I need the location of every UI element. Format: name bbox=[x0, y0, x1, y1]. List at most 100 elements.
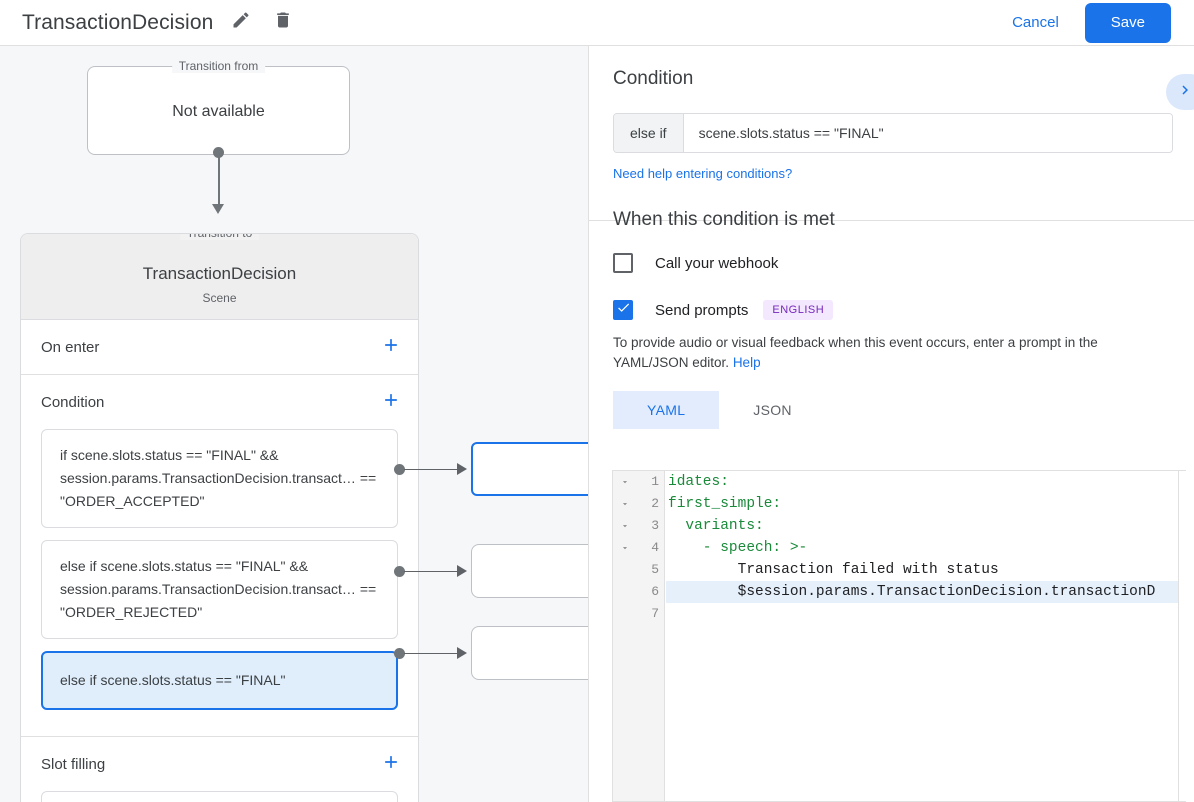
scene-type-label: Scene bbox=[202, 291, 237, 305]
top-app-bar: TransactionDecision Cancel Save bbox=[0, 0, 1194, 46]
when-condition-met-section: When this condition is met Call your web… bbox=[589, 183, 1194, 429]
hint-text: To provide audio or visual feedback when… bbox=[613, 335, 1098, 370]
scene-name: TransactionDecision bbox=[142, 264, 297, 283]
editor-line-number: 7 bbox=[651, 606, 659, 621]
condition-list-item-selected[interactable]: else if scene.slots.status == "FINAL" bbox=[41, 651, 398, 710]
call-webhook-label: Call your webhook bbox=[655, 254, 779, 272]
code-token: Transaction failed with status bbox=[668, 562, 999, 578]
delete-button[interactable] bbox=[269, 9, 297, 37]
editor-line-number: 2 bbox=[613, 493, 664, 515]
plus-icon bbox=[381, 752, 401, 777]
connector-dot-from bbox=[213, 147, 224, 158]
connector-dot-condition-2 bbox=[394, 566, 405, 577]
scene-graph-canvas[interactable]: Transition from Not available Transition… bbox=[0, 46, 588, 802]
fold-triangle-icon[interactable] bbox=[619, 471, 631, 493]
plus-icon bbox=[381, 390, 401, 415]
send-prompts-checkbox[interactable] bbox=[613, 300, 633, 320]
connector-arrow-condition-3 bbox=[457, 647, 467, 659]
panel-heading-when-met: When this condition is met bbox=[613, 209, 835, 230]
send-prompts-label: Send prompts bbox=[655, 301, 749, 319]
editor-vertical-scrollbar[interactable] bbox=[1178, 471, 1186, 801]
section-header-condition: Condition bbox=[21, 375, 418, 429]
code-token: variants: bbox=[668, 518, 764, 534]
transition-from-legend: Transition from bbox=[171, 59, 266, 73]
save-button[interactable]: Save bbox=[1084, 2, 1171, 43]
section-title-on-enter: On enter bbox=[41, 338, 100, 356]
editor-line-number: 5 bbox=[651, 562, 659, 577]
send-prompts-hint: To provide audio or visual feedback when… bbox=[613, 333, 1175, 373]
code-token: - speech: >- bbox=[668, 540, 808, 556]
editor-code-line: $session.params.TransactionDecision.tran… bbox=[666, 581, 1186, 603]
condition-prefix-label: else if bbox=[614, 114, 684, 152]
slot-validation-item[interactable]: Slot validation bbox=[41, 791, 398, 802]
section-header-on-enter: On enter bbox=[21, 320, 418, 374]
section-on-enter: On enter bbox=[21, 320, 418, 375]
panel-divider bbox=[589, 220, 1194, 221]
tab-yaml[interactable]: YAML bbox=[613, 391, 720, 429]
expand-panel-button[interactable] bbox=[1166, 74, 1194, 110]
trash-icon bbox=[273, 10, 293, 35]
language-badge: ENGLISH bbox=[763, 300, 834, 320]
code-token: first_simple: bbox=[668, 496, 782, 512]
editor-line-number: 4 bbox=[613, 537, 664, 559]
cancel-button[interactable]: Cancel bbox=[996, 6, 1075, 39]
condition-editor-section: Condition else if Need help entering con… bbox=[589, 46, 1194, 183]
connector-arrow-condition-1 bbox=[457, 463, 467, 475]
call-webhook-checkbox[interactable] bbox=[613, 253, 633, 273]
section-title-condition: Condition bbox=[41, 393, 105, 411]
editor-code-line: variants: bbox=[666, 515, 1186, 537]
plus-icon bbox=[381, 335, 401, 360]
transition-target-box-3[interactable] bbox=[471, 626, 588, 680]
connector-line-vertical bbox=[218, 154, 220, 207]
editor-line-number: 1 bbox=[613, 471, 664, 493]
code-token: $session.params.TransactionDecision.tran… bbox=[668, 584, 1156, 600]
section-title-slot-filling: Slot filling bbox=[41, 755, 106, 773]
section-condition: Condition if scene.slots.status == "FINA… bbox=[21, 375, 418, 737]
condition-input-group: else if bbox=[613, 113, 1173, 153]
connector-dot-condition-1 bbox=[394, 464, 405, 475]
fold-triangle-icon[interactable] bbox=[619, 537, 631, 559]
fold-triangle-icon[interactable] bbox=[619, 493, 631, 515]
tab-json[interactable]: JSON bbox=[753, 402, 792, 418]
transition-target-box-2[interactable] bbox=[471, 544, 588, 598]
condition-help-link[interactable]: Need help entering conditions? bbox=[613, 166, 793, 181]
editor-code-area[interactable]: idates: first_simple: variants: - speech:… bbox=[666, 471, 1186, 801]
section-slot-filling: Slot filling Slot validation bbox=[21, 737, 418, 802]
pencil-icon bbox=[231, 10, 251, 35]
connector-line-condition-2 bbox=[404, 571, 460, 573]
add-slot-filling-button[interactable] bbox=[380, 753, 402, 775]
scene-card-header: Transition to TransactionDecision Scene bbox=[21, 234, 418, 320]
add-on-enter-button[interactable] bbox=[380, 336, 402, 358]
topbar-actions: Cancel Save bbox=[996, 2, 1194, 43]
connector-arrow-down bbox=[212, 204, 224, 214]
fold-triangle-icon[interactable] bbox=[619, 515, 631, 537]
condition-list-item[interactable]: else if scene.slots.status == "FINAL" &&… bbox=[41, 540, 398, 639]
chevron-right-icon bbox=[1176, 81, 1194, 104]
panel-heading-condition: Condition bbox=[613, 68, 694, 89]
section-header-slot-filling: Slot filling bbox=[21, 737, 418, 791]
checkmark-icon bbox=[616, 300, 631, 320]
webhook-row: Call your webhook bbox=[613, 253, 1172, 273]
page-title: TransactionDecision bbox=[22, 10, 214, 34]
editor-code-line: first_simple: bbox=[666, 493, 1186, 515]
code-token: idates: bbox=[668, 474, 729, 490]
send-prompts-row: Send prompts ENGLISH bbox=[613, 300, 1172, 320]
connector-line-condition-1 bbox=[404, 469, 460, 471]
condition-expression-input[interactable] bbox=[683, 114, 1172, 152]
transition-from-value: Not available bbox=[172, 103, 265, 120]
transition-to-legend: Transition to bbox=[179, 234, 260, 240]
editor-code-line bbox=[666, 603, 1186, 625]
condition-list-item[interactable]: if scene.slots.status == "FINAL" && sess… bbox=[41, 429, 398, 528]
connector-arrow-condition-2 bbox=[457, 565, 467, 577]
transition-from-card: Transition from Not available bbox=[87, 59, 350, 155]
edit-name-button[interactable] bbox=[227, 9, 255, 37]
editor-format-tabs: YAML JSON bbox=[613, 391, 1172, 429]
hint-help-link[interactable]: Help bbox=[732, 355, 761, 370]
transition-target-box-1[interactable] bbox=[471, 442, 588, 496]
add-condition-button[interactable] bbox=[380, 391, 402, 413]
editor-code-line: idates: bbox=[666, 471, 1186, 493]
transition-to-card: Transition to TransactionDecision Scene … bbox=[20, 233, 419, 802]
connector-line-condition-3 bbox=[404, 653, 460, 655]
